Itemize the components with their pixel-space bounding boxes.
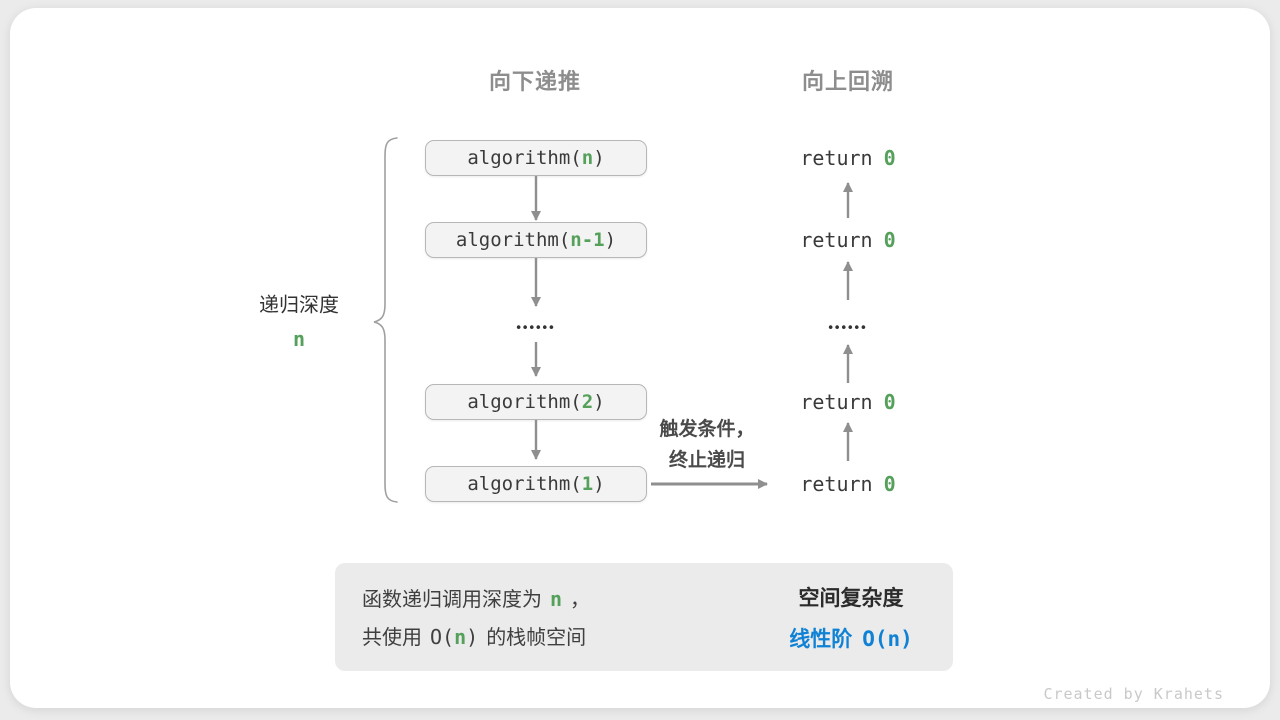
code-text: ) [593,147,605,169]
header-backtrack-up: 向上回溯 [801,69,895,94]
summary-panel [335,563,953,671]
algorithm-box-n: algorithm(n) [425,140,647,176]
space-complexity-value: 线性阶 O(n) [789,623,913,653]
return-value: 0 [883,146,896,170]
depth-value: n [292,327,306,351]
return-keyword: return [800,146,873,170]
code-text: ) [604,229,617,251]
complexity-paren: ) [900,627,913,651]
code-text: ) [593,391,605,413]
code-text: ) [593,473,605,495]
algorithm-box-n-1: algorithm(n-1) [425,222,647,258]
return-row: return 0 [800,472,895,496]
code-arg: n [581,147,594,169]
summary-line1-text: 函数递归调用深度为 [362,589,542,611]
return-value: 0 [883,472,896,496]
algorithm-box-1: algorithm(1) [425,466,647,502]
summary-line1: 函数递归调用深度为 n ， [362,581,590,619]
summary-line1-n: n [550,587,563,611]
summary-line1-comma: ， [570,589,591,611]
return-ellipsis: •••••• [828,319,868,335]
space-complexity-title: 空间复杂度 [798,587,904,610]
algorithm-box-2: algorithm(2) [425,384,647,420]
summary-line2-text: 共使用 [362,627,422,649]
trigger-line2: 终止递归 [668,450,746,471]
code-text: algorithm( [467,473,582,495]
return-row: return 0 [800,390,895,414]
return-row: return 0 [800,146,895,170]
summary-line2: 共使用 O(n) 的栈帧空间 [362,619,590,657]
card: 向下递推 向上回溯 递归深度 n algorithm(n) algorithm(… [10,8,1270,708]
trigger-line1: 触发条件， [659,419,755,440]
footer-credit: Created by Krahets [1043,685,1224,703]
code-arg: 2 [581,391,594,413]
return-keyword: return [800,390,873,414]
summary-line2-n: n [454,625,467,649]
summary-line2-O: O( [430,625,455,649]
depth-brace [373,137,398,503]
stack-ellipsis: •••••• [516,319,556,335]
summary-line2-text2: 的栈帧空间 [486,627,587,649]
code-arg: n-1 [570,229,605,251]
code-text: algorithm( [467,147,582,169]
code-text: algorithm( [467,391,582,413]
complexity-n: n [887,627,901,651]
complexity-order-text: 线性阶 [789,628,853,651]
header-recurse-down: 向下递推 [488,69,582,94]
return-keyword: return [800,472,873,496]
trigger-label: 触发条件， 终止递归 [659,414,754,476]
complexity-O: O( [862,627,888,651]
summary-line2-paren: ) [466,625,479,649]
code-text: algorithm( [455,229,571,251]
return-keyword: return [800,228,873,252]
depth-label: 递归深度 [259,294,339,317]
code-arg: 1 [581,473,594,495]
return-row: return 0 [800,228,895,252]
return-value: 0 [883,390,896,414]
return-value: 0 [883,228,896,252]
